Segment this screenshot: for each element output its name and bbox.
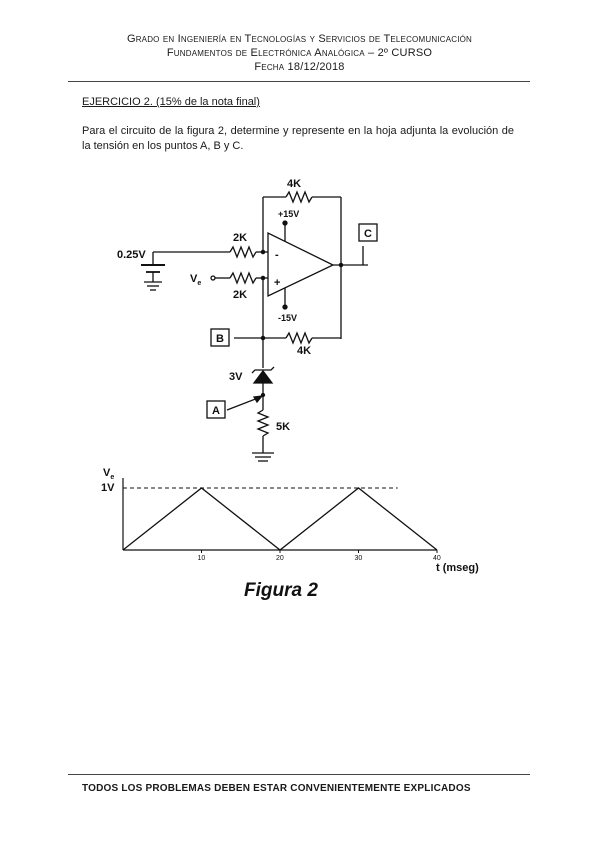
- label-node-b: B: [216, 333, 224, 345]
- label-node-c: C: [364, 228, 372, 240]
- header-date: Fecha 18/12/2018: [254, 61, 345, 73]
- label-source: 0.25V: [117, 249, 146, 261]
- label-v-pos: +15V: [278, 209, 299, 219]
- circuit-labels: 4K +15V 2K 0.25V Ve 2K - + -15V 4K 3V 5K…: [117, 178, 372, 433]
- label-minus-input: -: [275, 249, 279, 261]
- exercise-title: EJERCICIO 2. (15% de la nota final): [82, 96, 260, 108]
- label-r-in-plus: 2K: [233, 289, 247, 301]
- y-tick-1v: 1V: [101, 482, 115, 494]
- waveform-chart: 10 20 30 40 Ve 1V t (mseg): [101, 467, 479, 574]
- label-r-bottom: 4K: [297, 345, 311, 357]
- node-b-box: [210, 328, 230, 347]
- x-axis-label: t (mseg): [436, 562, 479, 574]
- label-r-ground: 5K: [276, 421, 290, 433]
- y-axis-label: Ve: [103, 467, 114, 481]
- label-input: Ve: [190, 273, 201, 287]
- node-a-box: [206, 400, 226, 419]
- header-course: Fundamentos de Electrónica Analógica – 2…: [166, 47, 433, 59]
- label-node-a: A: [212, 405, 220, 417]
- label-v-neg: -15V: [278, 313, 297, 323]
- resistor-4k-bottom: [285, 331, 313, 345]
- label-plus-input: +: [274, 277, 280, 289]
- x-tick-label: 30: [355, 555, 363, 562]
- label-zener: 3V: [229, 371, 243, 383]
- resistor-2k-plus: [229, 271, 257, 285]
- x-tick-label: 20: [276, 555, 284, 562]
- circuit-diagram: [141, 190, 378, 462]
- footer-divider: [68, 774, 530, 775]
- label-r-feedback: 4K: [287, 178, 301, 190]
- header-divider: [68, 81, 530, 82]
- x-tick-label: 10: [198, 555, 206, 562]
- series-ve: [122, 487, 438, 551]
- exercise-text: Para el circuito de la figura 2, determi…: [82, 125, 514, 152]
- x-tick-label: 40: [433, 555, 441, 562]
- node-c-box: [358, 223, 378, 242]
- footer-note: TODOS LOS PROBLEMAS DEBEN ESTAR CONVENIE…: [82, 783, 471, 794]
- resistor-5k: [256, 409, 270, 437]
- resistor-4k-feedback: [285, 190, 313, 204]
- header-degree: Grado en Ingeniería en Tecnologías y Ser…: [126, 33, 473, 45]
- figure-caption: Figura 2: [244, 580, 318, 601]
- opamp-symbol: [267, 231, 335, 298]
- resistor-2k-minus: [229, 245, 257, 259]
- label-r-in-minus: 2K: [233, 232, 247, 244]
- zener-diode: [252, 369, 274, 384]
